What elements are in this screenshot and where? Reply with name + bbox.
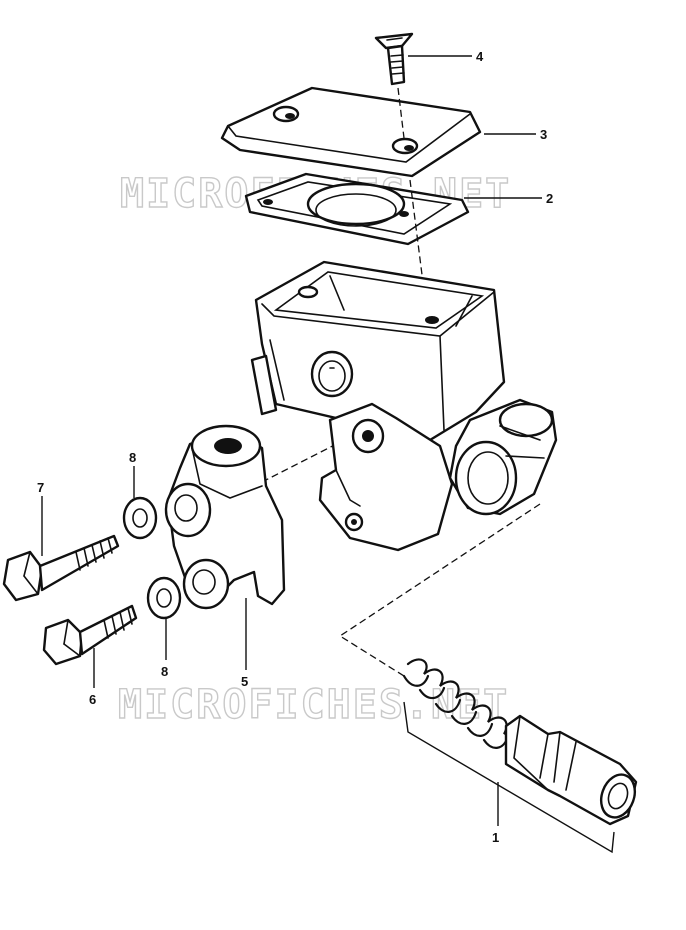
short-bolt-part-6 (42, 604, 138, 666)
assembly-line-screw (397, 87, 405, 139)
screw-part-4 (374, 32, 414, 86)
diaphragm-part-2 (244, 172, 470, 246)
callout-8-lower: 8 (161, 664, 168, 679)
piston-spring-kit-part-1 (402, 658, 638, 854)
callout-8-upper: 8 (129, 450, 136, 465)
assembly-line-piston (338, 503, 541, 677)
callout-1: 1 (492, 830, 499, 845)
callout-7: 7 (37, 480, 44, 495)
clamp-bracket-part-5 (164, 424, 286, 610)
master-cylinder-body (250, 260, 558, 552)
callout-5: 5 (241, 674, 248, 689)
washer-part-8-lower (146, 576, 182, 620)
callout-2: 2 (546, 191, 553, 206)
washer-part-8-upper (122, 496, 158, 540)
callout-6: 6 (89, 692, 96, 707)
long-bolt-part-7 (2, 534, 120, 602)
callout-3: 3 (540, 127, 547, 142)
reservoir-cap-part-3 (220, 86, 482, 178)
watermark-bottom: MICROFICHES.NET (118, 682, 509, 728)
callout-4: 4 (476, 49, 484, 64)
assembly-line-cap (409, 179, 429, 323)
